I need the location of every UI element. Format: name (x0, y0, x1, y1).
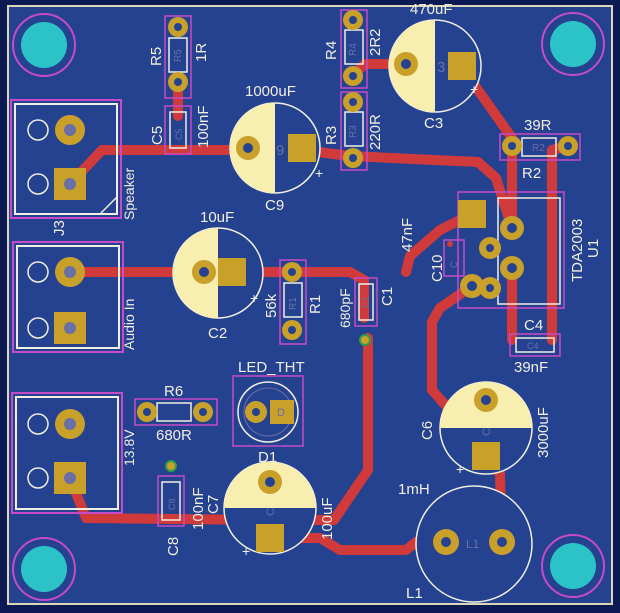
svg-text:+: + (250, 290, 258, 306)
capacitor-c3: + (388, 19, 482, 113)
svg-text:+: + (470, 81, 478, 97)
c1-fab: C1 (361, 296, 371, 308)
c8-ref: C8 (165, 537, 182, 556)
connector-audio-in (12, 241, 124, 353)
capacitor-c2: + (172, 227, 264, 319)
c4-value: 39nF (514, 359, 548, 376)
mounting-hole-bl (12, 537, 76, 601)
c6-ref: C6 (419, 421, 436, 440)
r5-ref: R5 (148, 47, 165, 66)
l1-value: 1mH (398, 481, 430, 498)
capacitor-c8 (157, 460, 185, 527)
c8-fab: C8 (167, 498, 177, 510)
trace-c7-feed (313, 333, 373, 525)
resistor-r6 (134, 398, 218, 426)
mounting-hole-tl (12, 13, 76, 77)
c5-fab: C5 (174, 128, 184, 140)
c4-fab: C4 (527, 341, 539, 351)
led-d1 (232, 375, 304, 447)
capacitor-c4 (509, 333, 561, 357)
c10-ref: C10 (429, 254, 446, 282)
capacitor-c7: + (223, 461, 317, 559)
power-value: 13.8V (121, 429, 137, 466)
connector-power (11, 392, 123, 514)
mounting-hole-tr (541, 12, 605, 76)
c3-fab: 3 (437, 59, 445, 76)
capacitor-c10 (443, 200, 486, 298)
c7-value: 100uF (319, 497, 336, 540)
c4-ref: C4 (524, 317, 543, 334)
capacitor-c5 (164, 105, 192, 155)
resistor-r3 (340, 91, 368, 171)
r2-value: 39R (524, 117, 552, 134)
r6-value: 680R (156, 427, 192, 444)
r3-fab: R3 (348, 125, 359, 138)
c6-fab: C (481, 428, 493, 436)
c9-value: 1000uF (245, 83, 296, 100)
l1-ref: L1 (406, 585, 423, 602)
r4-value: 2R2 (367, 28, 384, 56)
r5-fab: R5 (173, 49, 184, 62)
c2-value: 10uF (200, 209, 234, 226)
c1-value: 680pF (337, 288, 353, 328)
c7-ref: C7 (205, 495, 222, 514)
r2-ref: R2 (522, 165, 541, 182)
c5-value: 100nF (195, 105, 212, 148)
ic-u1 (457, 191, 565, 309)
r3-ref: R3 (323, 126, 340, 145)
capacitor-c9: + (229, 102, 323, 194)
l1-fab: L1 (466, 537, 480, 551)
c8-value: 100nF (190, 487, 207, 530)
resistor-r2 (499, 133, 581, 161)
u1-ref: U1 (585, 239, 602, 258)
inductor-l1 (415, 485, 533, 603)
c6-value: 3000uF (535, 407, 552, 458)
capacitor-c1 (354, 277, 378, 346)
resistor-r1 (279, 259, 307, 345)
r2-fab: R2 (532, 143, 545, 154)
resistor-r4 (340, 9, 368, 89)
connector-j3 (10, 99, 122, 219)
c1-ref: C1 (379, 287, 396, 306)
svg-text:+: + (456, 461, 464, 477)
r4-ref: R4 (323, 41, 340, 60)
r3-value: 220R (367, 114, 384, 150)
r6-ref: R6 (164, 383, 183, 400)
mounting-hole-br (541, 534, 605, 598)
r1-value: 56k (263, 293, 280, 318)
c9-ref: C9 (265, 197, 284, 214)
d1-fab: D (277, 407, 285, 419)
c5-ref: C5 (149, 126, 166, 145)
c3-ref: C3 (424, 115, 443, 132)
capacitor-c6: + (439, 381, 533, 477)
c2-ref: C2 (208, 325, 227, 342)
resistor-r5 (164, 15, 192, 99)
c10-value: 47nF (399, 218, 416, 252)
trace-c9-r3 (297, 145, 517, 233)
r1-fab: R1 (288, 297, 299, 310)
c7-fab: C (265, 508, 277, 516)
u1-value: TDA2003 (569, 219, 586, 282)
r5-value: 1R (193, 43, 210, 62)
j3-ref: J3 (51, 220, 68, 236)
c10-fab: C (449, 261, 459, 268)
r1-ref: R1 (307, 295, 324, 314)
c9-fab: 9 (276, 142, 284, 159)
j3-value: Speaker (121, 168, 137, 220)
audio-in-value: Audio In (121, 299, 137, 350)
svg-text:+: + (242, 543, 250, 559)
trace-c1-c10 (401, 209, 477, 277)
r4-fab: R4 (348, 43, 359, 56)
svg-text:+: + (315, 165, 323, 181)
trace-c2-r1 (227, 267, 369, 323)
c3-value: 470uF (410, 1, 453, 18)
d1-value: LED_THT (238, 359, 305, 376)
